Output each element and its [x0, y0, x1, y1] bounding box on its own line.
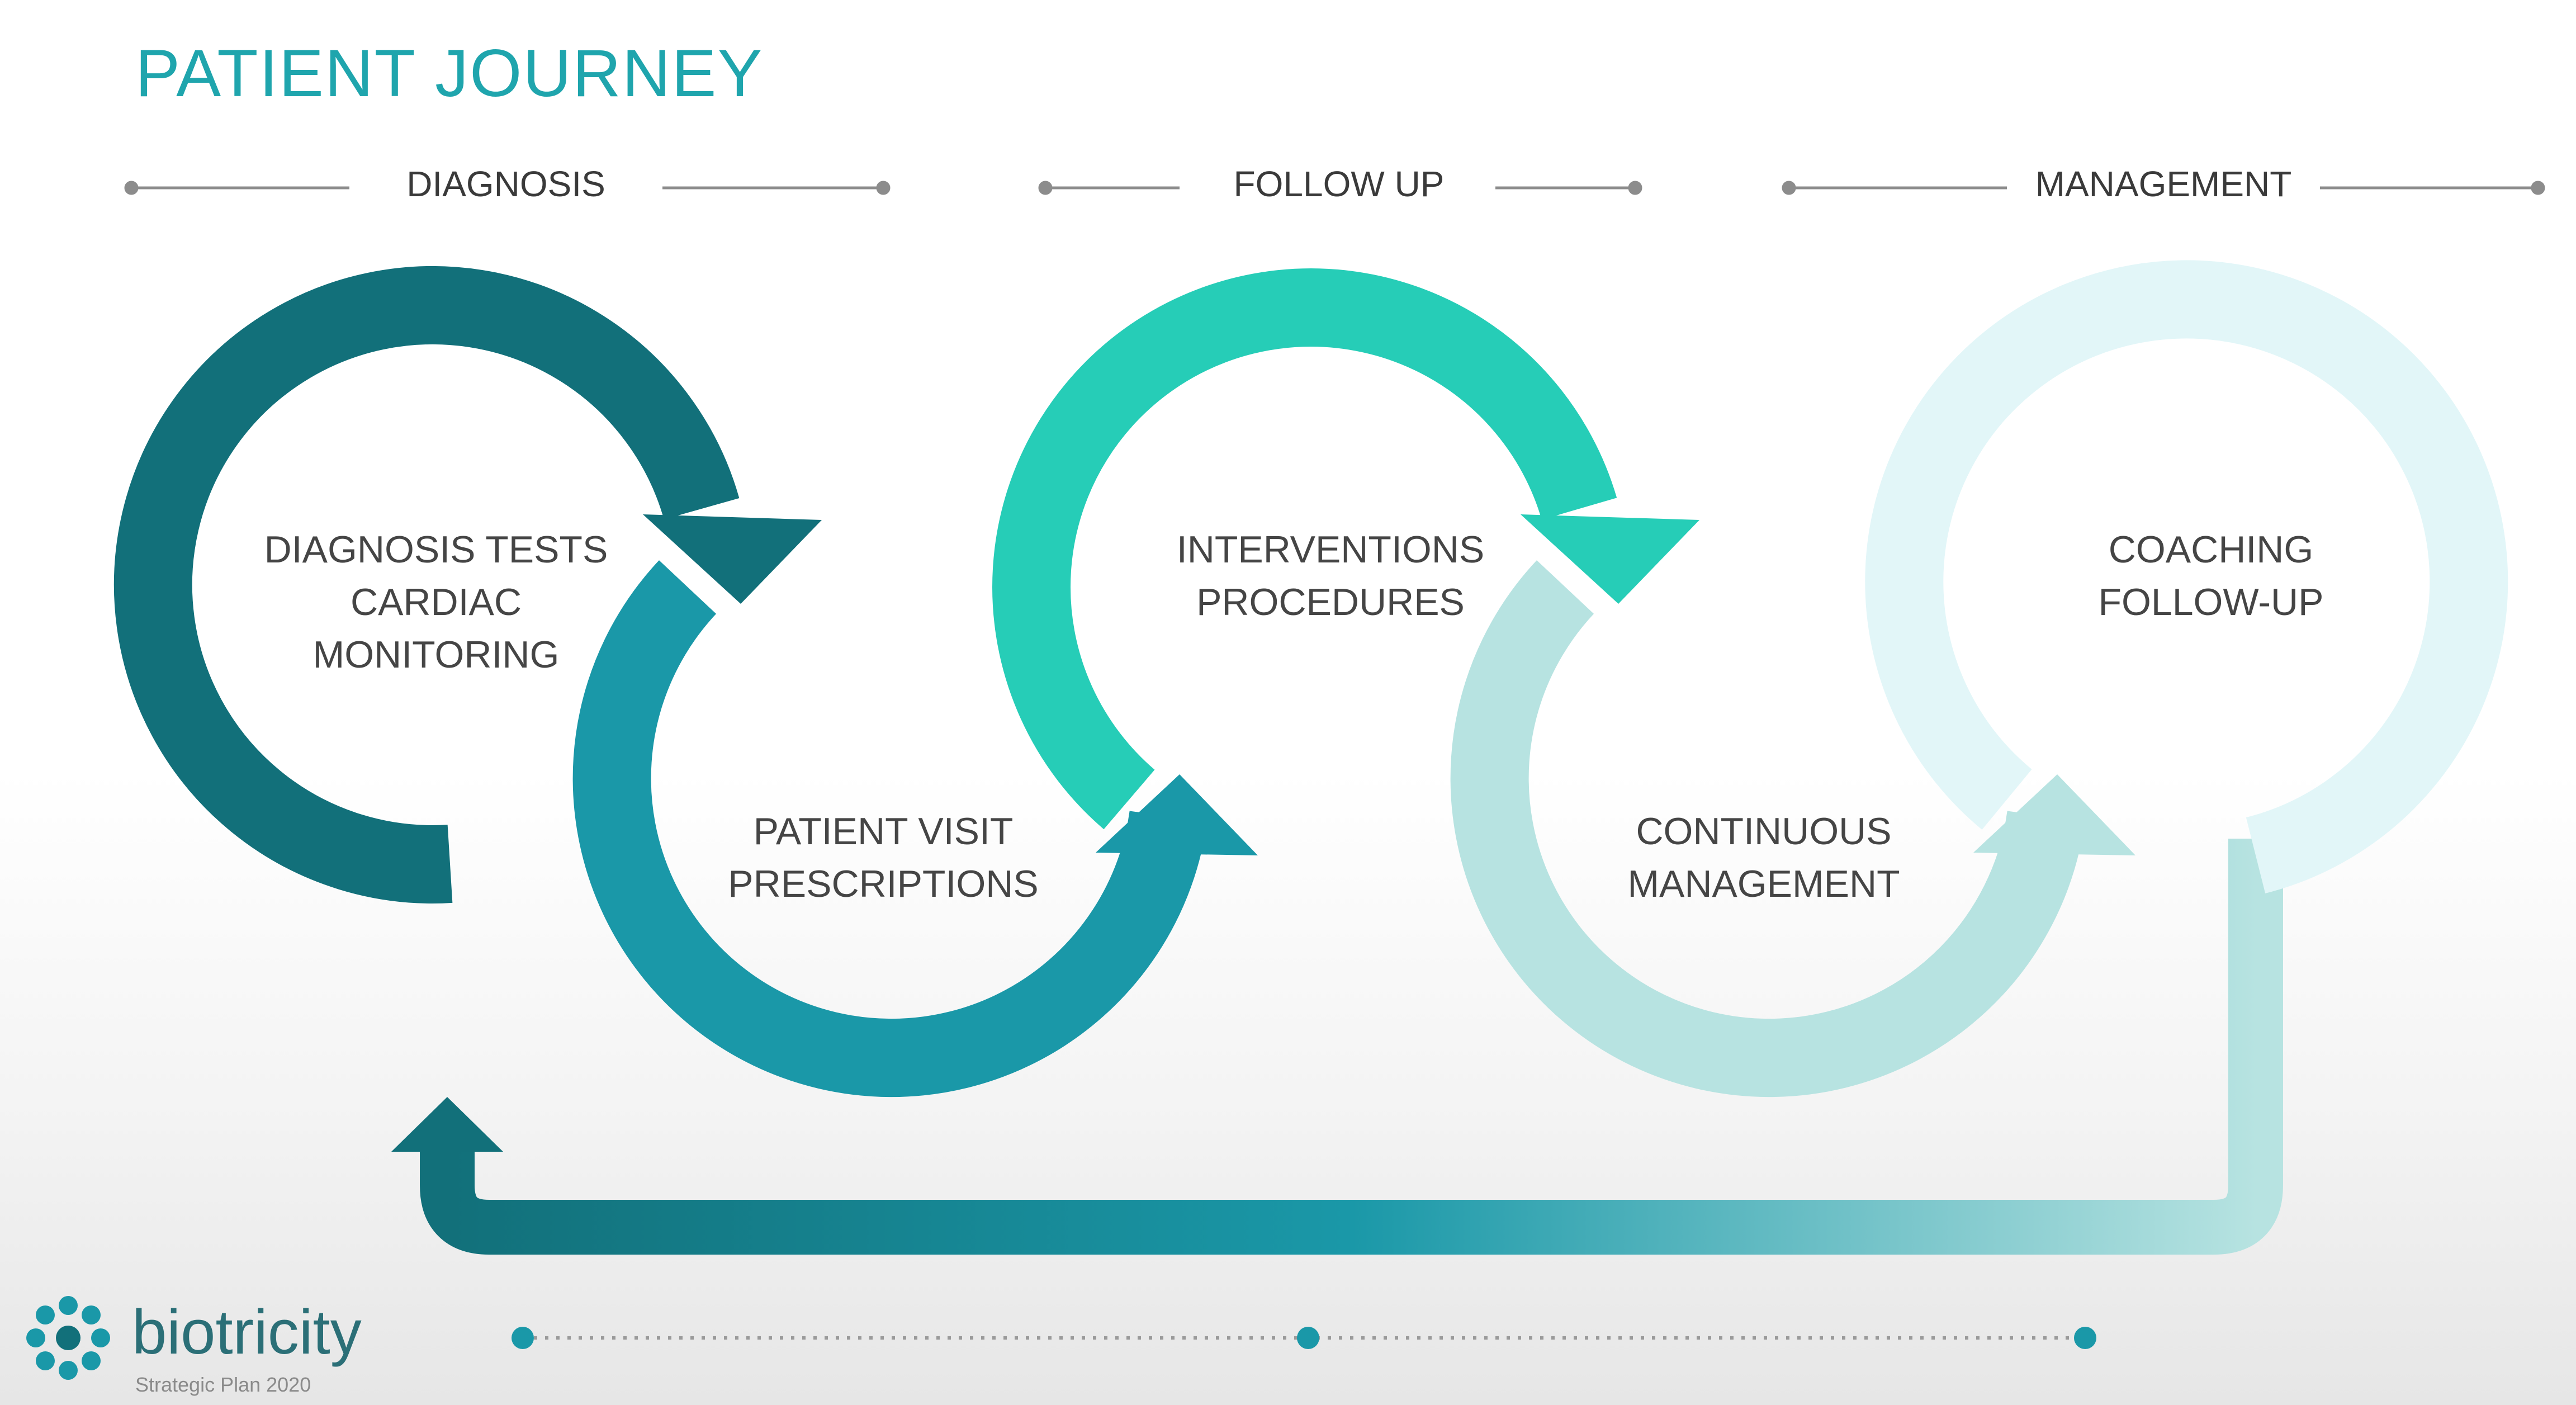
return-loop-arrow — [391, 839, 2283, 1255]
step-line: INTERVENTIONS — [1176, 528, 1485, 571]
bottom-timeline — [512, 1327, 2096, 1349]
page-title: PATIENT JOURNEY — [135, 36, 764, 111]
phase-label-diagnosis: DIAGNOSIS — [406, 164, 605, 204]
step-line: FOLLOW-UP — [2098, 581, 2324, 623]
step-interventions: INTERVENTIONS PROCEDURES — [1079, 523, 1582, 628]
step-line: PROCEDURES — [1196, 581, 1465, 623]
phase-rule-management — [1782, 181, 2545, 195]
step-line: PATIENT VISIT — [753, 810, 1014, 853]
phase-rule-follow-up — [1038, 181, 1642, 195]
step-continuous-management: CONTINUOUS MANAGEMENT — [1512, 805, 2015, 910]
cycle-arrow-coaching — [1865, 260, 2508, 893]
step-line: MONITORING — [312, 633, 560, 676]
phase-label-follow-up: FOLLOW UP — [1233, 164, 1445, 204]
cycle-arrow-diagnosis-tests — [113, 266, 822, 903]
step-line: DIAGNOSIS TESTS — [264, 528, 608, 571]
step-line: CARDIAC — [350, 581, 522, 623]
brand-subtitle: Strategic Plan 2020 — [135, 1373, 311, 1396]
biotricity-logo-icon — [26, 1296, 110, 1380]
cycle-arrow-interventions — [992, 268, 1699, 830]
step-line: COACHING — [2108, 528, 2314, 571]
step-patient-visit: PATIENT VISIT PRESCRIPTIONS — [632, 805, 1135, 910]
step-line: MANAGEMENT — [1627, 863, 1900, 905]
phase-rule-diagnosis — [124, 181, 891, 195]
brand-name: biotricity — [132, 1297, 362, 1367]
cycle-arrow-continuous-management — [1450, 560, 2135, 1097]
step-coaching: COACHING FOLLOW-UP — [1959, 523, 2463, 628]
cycle-arrow-patient-visit — [572, 560, 1258, 1097]
step-line: PRESCRIPTIONS — [728, 863, 1039, 905]
phase-label-management: MANAGEMENT — [2035, 164, 2292, 204]
step-line: CONTINUOUS — [1636, 810, 1892, 853]
step-diagnosis-tests: DIAGNOSIS TESTS CARDIAC MONITORING — [184, 523, 688, 681]
